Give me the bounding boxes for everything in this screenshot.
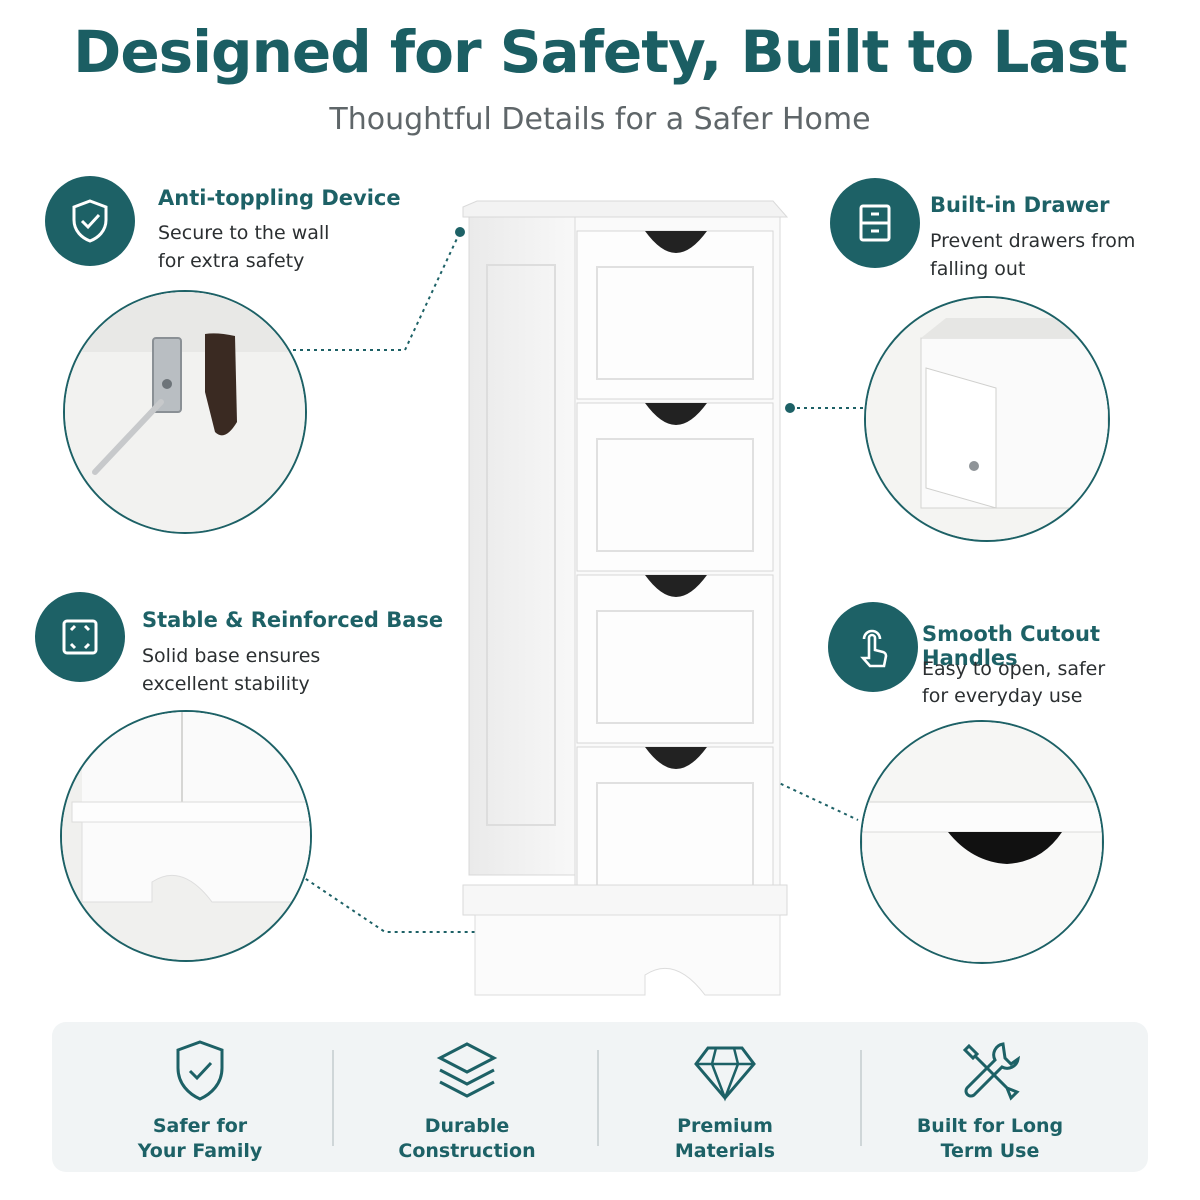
divider [860,1050,862,1146]
feature-desc-cutout-handles-2: for everyday use [922,685,1083,707]
benefit-safer: Safer for Your Family [80,1036,320,1164]
cutout-handles-closeup [860,720,1104,964]
drawer-icon [859,204,891,242]
divider [332,1050,334,1146]
benefits-strip: Safer for Your Family Durable Constructi… [52,1022,1148,1172]
diamond-icon [694,1046,756,1102]
stable-base-badge [35,592,125,682]
cabinet-image [462,200,789,996]
cutout-handles-badge [828,602,918,692]
shield-check-icon [72,199,108,243]
benefit-long-term: Built for Long Term Use [870,1036,1110,1164]
benefit-label-durable: Durable Construction [398,1115,536,1162]
base-frame-icon [62,619,98,655]
feature-desc-anti-toppling-1: Secure to the wall [158,222,330,244]
feature-title-cutout-handles: Smooth Cutout Handles [922,622,1100,670]
feature-title-stable-base: Stable & Reinforced Base [142,608,444,632]
feature-desc-built-in-drawer-2: falling out [930,258,1026,280]
built-in-drawer-closeup [864,296,1110,542]
benefit-label-safer: Safer for Your Family [137,1115,263,1162]
page-subtitle: Thoughtful Details for a Safer Home [329,102,871,137]
feature-desc-built-in-drawer-1: Prevent drawers from [930,230,1136,252]
layers-icon [436,1042,498,1098]
shield-check-icon [176,1040,224,1101]
benefit-label-long-term: Built for Long Term Use [916,1115,1064,1162]
feature-title-built-in-drawer: Built-in Drawer [930,193,1110,217]
divider [597,1050,599,1146]
feature-desc-anti-toppling-2: for extra safety [158,250,305,272]
benefit-premium: Premium Materials [605,1036,845,1164]
benefit-durable: Durable Construction [347,1036,587,1164]
tools-icon [962,1042,1021,1101]
feature-desc-stable-base-1: Solid base ensures [142,645,321,667]
anti-toppling-closeup [63,290,307,534]
anti-toppling-badge [45,176,135,266]
page-title: Designed for Safety, Built to Last [73,18,1128,86]
stable-base-closeup [60,710,312,962]
feature-desc-stable-base-2: excellent stability [142,673,310,695]
feature-desc-cutout-handles-1: Easy to open, safer [922,658,1106,680]
built-in-drawer-badge [830,178,920,268]
hand-tap-icon [860,629,888,668]
benefit-label-premium: Premium Materials [674,1115,776,1162]
feature-title-anti-toppling: Anti-toppling Device [158,186,401,210]
